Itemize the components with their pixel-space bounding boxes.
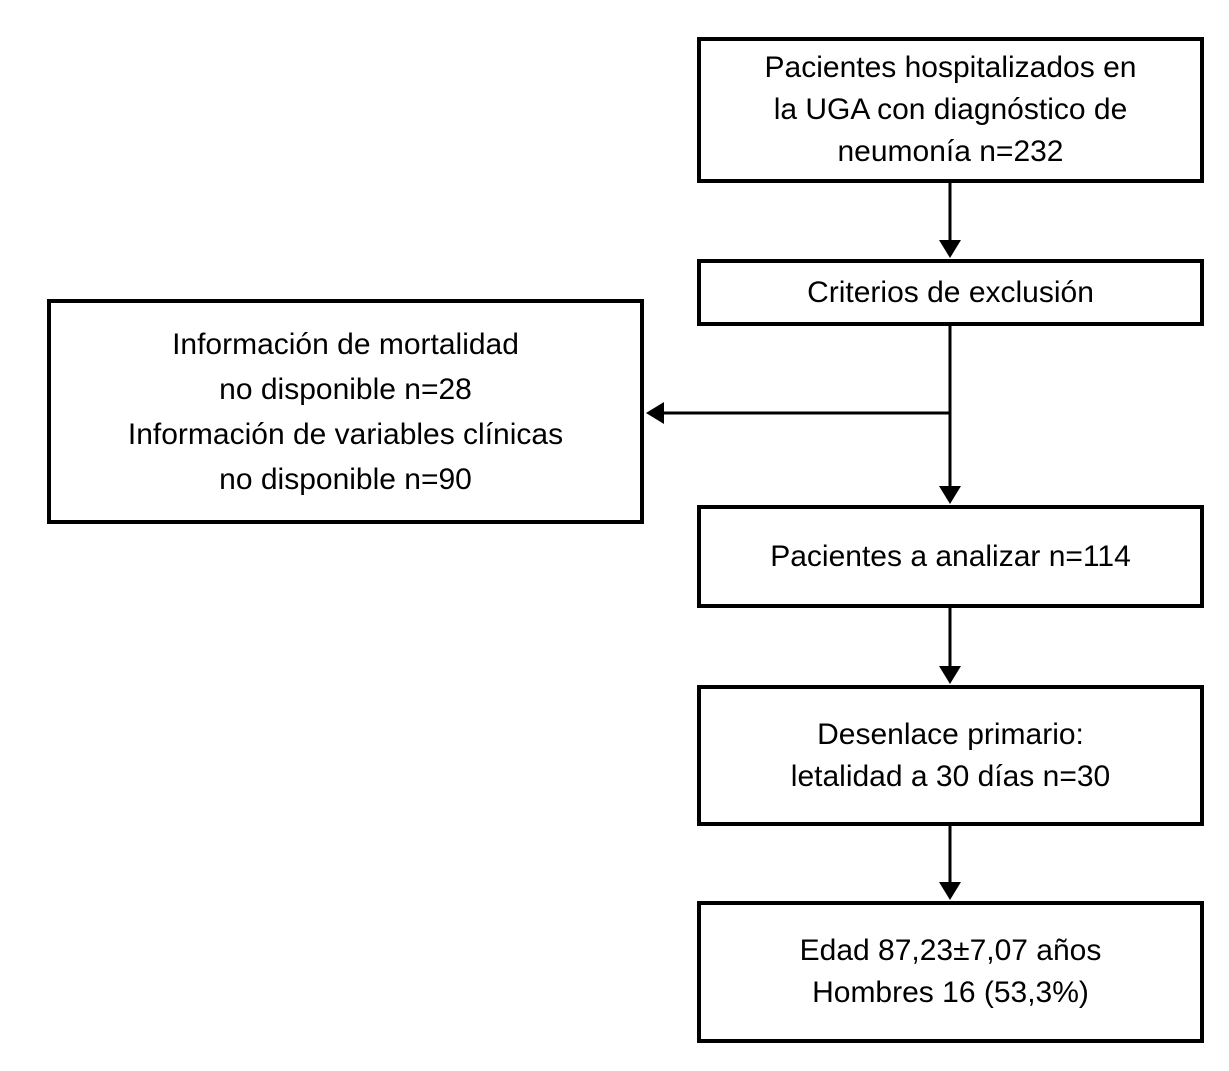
arrow-branch-to-excluded-info bbox=[646, 402, 950, 424]
arrow-exclusion-to-analyzed bbox=[939, 326, 961, 504]
arrow-outcome-to-demographics bbox=[939, 826, 961, 900]
box-demographics-text: Edad 87,23±7,07 años Hombres 16 (53,3%) bbox=[799, 934, 1102, 1009]
arrow-analyzed-to-outcome bbox=[939, 608, 961, 684]
box-demographics: Edad 87,23±7,07 años Hombres 16 (53,3%) bbox=[697, 901, 1204, 1043]
box-exclusion-criteria: Criterios de exclusión bbox=[697, 259, 1204, 326]
box-patients-hospitalized-text: Pacientes hospitalizados en la UGA con d… bbox=[764, 51, 1137, 168]
box-patients-analyzed-text: Pacientes a analizar n=114 bbox=[770, 539, 1131, 573]
box-patients-analyzed: Pacientes a analizar n=114 bbox=[697, 505, 1204, 608]
box-primary-outcome: Desenlace primario: letalidad a 30 días … bbox=[697, 685, 1204, 826]
box-primary-outcome-text: Desenlace primario: letalidad a 30 días … bbox=[790, 717, 1111, 793]
box-excluded-information: Información de mortalidad no disponible … bbox=[47, 299, 644, 524]
arrow-hospitalized-to-exclusion bbox=[939, 183, 961, 258]
box-patients-hospitalized: Pacientes hospitalizados en la UGA con d… bbox=[697, 37, 1204, 183]
box-excluded-information-text: Información de mortalidad no disponible … bbox=[127, 327, 564, 496]
box-exclusion-criteria-text: Criterios de exclusión bbox=[807, 275, 1094, 309]
